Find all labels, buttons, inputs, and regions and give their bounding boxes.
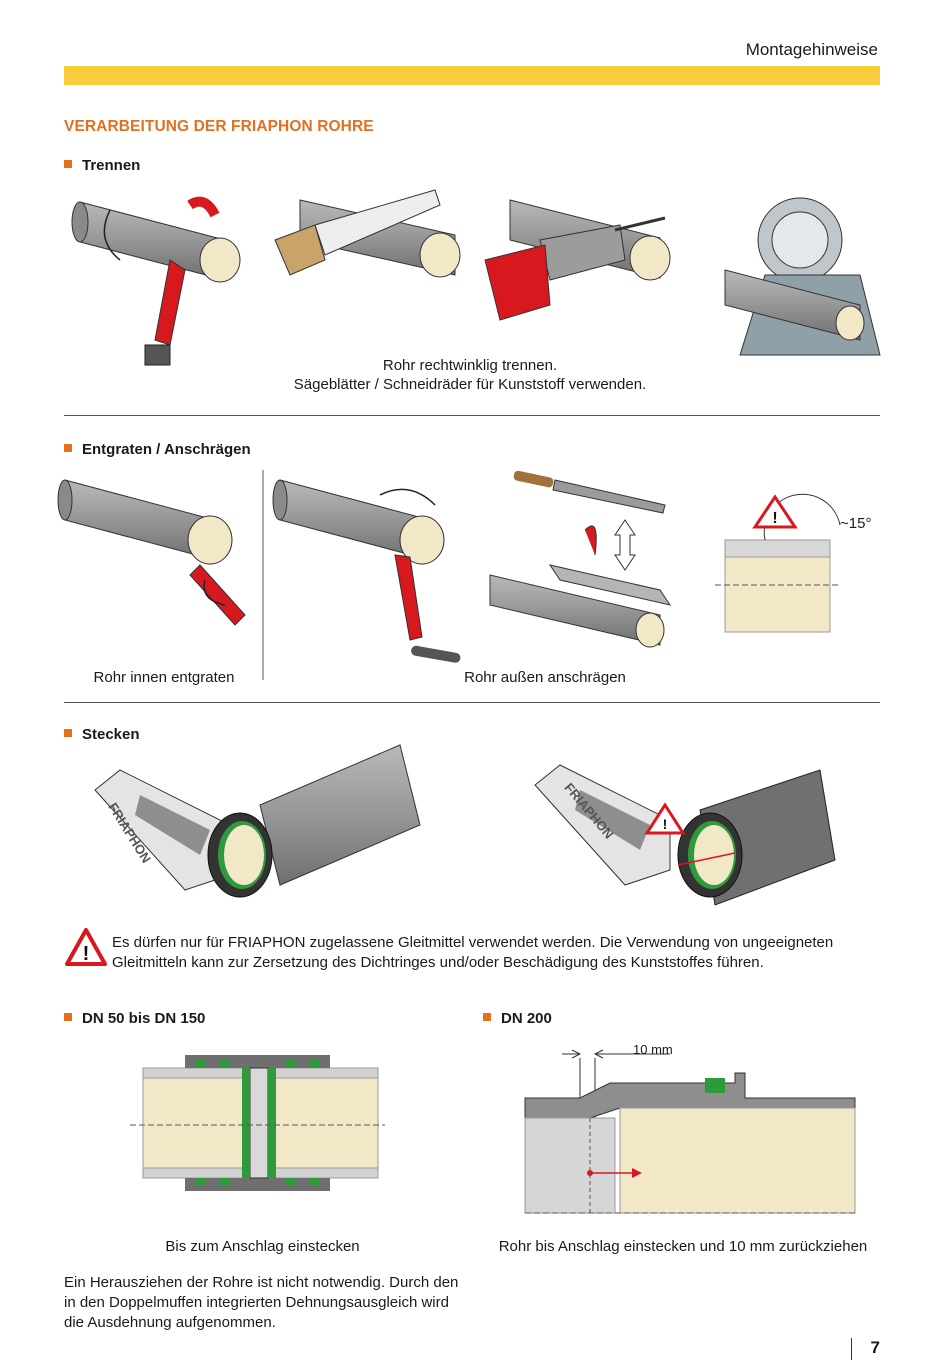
- stecken-heading: Stecken: [64, 726, 140, 743]
- page-header-title: Montagehinweise: [745, 40, 878, 59]
- trennen-illustration: [71, 189, 881, 366]
- bullet-square-icon: [64, 729, 72, 737]
- entgraten-heading-label: Entgraten / Anschrägen: [82, 441, 251, 458]
- dn200-heading: DN 200: [483, 1010, 552, 1027]
- chamfer-tool-figure: [272, 479, 461, 663]
- divider: [64, 702, 880, 703]
- dn200-heading-label: DN 200: [501, 1010, 552, 1027]
- trennen-caption: Rohr rechtwinklig trennen. Sägeblätter /…: [225, 356, 715, 394]
- bullet-square-icon: [483, 1013, 491, 1021]
- lubricant-socket-figure: [94, 744, 421, 898]
- dn50-heading-label: DN 50 bis DN 150: [82, 1010, 206, 1027]
- inner-deburr-figure: [57, 479, 246, 626]
- jigsaw-figure: [484, 199, 671, 321]
- svg-text:!: !: [83, 943, 90, 965]
- dn50-caption: Bis zum Anschlag einstecken: [165, 1238, 360, 1255]
- bullet-square-icon: [64, 160, 72, 168]
- hand-saw-figure: [274, 189, 461, 278]
- angle-label: ~15°: [840, 515, 872, 532]
- entgraten-heading: Entgraten / Anschrägen: [64, 441, 251, 458]
- trennen-heading: Trennen: [64, 157, 140, 174]
- pipe-cutter-figure: [71, 196, 241, 366]
- file-tool-figure: [489, 470, 672, 648]
- dn50-note: Ein Herausziehen der Rohre ist nicht not…: [64, 1273, 484, 1333]
- svg-text:!: !: [663, 816, 668, 832]
- entgraten-caption-left: Rohr innen entgraten: [93, 669, 235, 686]
- miter-saw-figure: [724, 197, 881, 356]
- dn200-caption: Rohr bis Anschlag einstecken und 10 mm z…: [498, 1238, 868, 1255]
- bullet-square-icon: [64, 444, 72, 452]
- bullet-square-icon: [64, 1013, 72, 1021]
- entgraten-illustration: !: [57, 470, 841, 680]
- trennen-caption-line2: Sägeblätter / Schneidräder für Kunststof…: [293, 376, 647, 393]
- header-accent-bar: [64, 66, 880, 85]
- entgraten-caption-right: Rohr außen anschrägen: [464, 669, 626, 686]
- warning-line1: Es dürfen nur für FRIAPHON zugelassene G…: [112, 934, 834, 951]
- dn50-coupling-diagram: [130, 1055, 385, 1191]
- warning-line2: Gleitmitteln kann zur Zersetzung des Dic…: [112, 954, 764, 971]
- lubricant-warning-text: Es dürfen nur für FRIAPHON zugelassene G…: [112, 933, 882, 973]
- note-line2: in den Doppelmuffen integrierten Dehnung…: [64, 1294, 449, 1311]
- lubricant-corrugated-figure: !: [534, 764, 836, 906]
- page-number-separator: [851, 1338, 852, 1360]
- stecken-heading-label: Stecken: [82, 726, 140, 743]
- dimension-label: 10 mm: [633, 1042, 673, 1057]
- svg-text:!: !: [772, 510, 777, 527]
- bevel-angle-figure: !: [715, 493, 841, 633]
- trennen-heading-label: Trennen: [82, 157, 141, 174]
- trennen-caption-line1: Rohr rechtwinklig trennen.: [382, 357, 558, 374]
- note-line1: Ein Herausziehen der Rohre ist nicht not…: [64, 1274, 459, 1291]
- section-title: VERARBEITUNG DER FRIAPHON ROHRE: [64, 118, 374, 135]
- page-number: 7: [870, 1338, 880, 1357]
- dn50-heading: DN 50 bis DN 150: [64, 1010, 205, 1027]
- divider: [64, 415, 880, 416]
- warning-icon: !: [65, 928, 107, 966]
- stecken-illustration: !: [94, 744, 836, 906]
- dn200-socket-diagram: [524, 1049, 856, 1214]
- note-line3: die Ausdehnung aufgenommen.: [64, 1314, 276, 1331]
